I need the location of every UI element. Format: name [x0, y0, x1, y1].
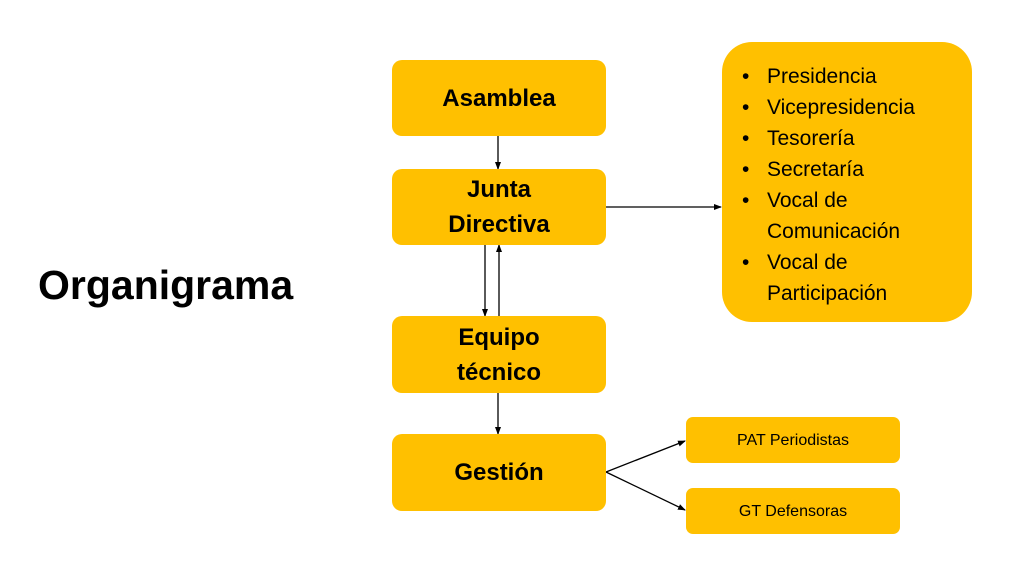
- role-label: Vocal de Participación: [767, 251, 888, 305]
- node-gt-label: GT Defensoras: [738, 502, 848, 520]
- role-item: • Vicepresidencia: [742, 92, 967, 123]
- node-junta-line1: Junta: [466, 176, 531, 203]
- node-pat-label: PAT Periodistas: [736, 431, 850, 449]
- node-asamblea-label: Asamblea: [442, 84, 556, 112]
- bullet-icon: •: [742, 65, 750, 88]
- diagram-title: Organigrama: [38, 262, 294, 308]
- role-item: • Vocal de Comunicación: [742, 185, 937, 247]
- role-item: • Presidencia: [742, 61, 967, 92]
- node-junta-directiva: Junta Directiva: [392, 169, 606, 245]
- node-equipo-line1: Equipo: [458, 323, 540, 351]
- role-label: Secretaría: [767, 158, 864, 181]
- role-item: • Secretaría: [742, 154, 967, 185]
- node-equipo-tecnico: Equipo técnico: [392, 316, 606, 393]
- role-label: Presidencia: [767, 65, 877, 88]
- arrow-gestion-to-gt: [605, 471, 686, 511]
- role-label: Vicepresidencia: [767, 96, 915, 119]
- role-item: • Tesorería: [742, 123, 967, 154]
- bullet-icon: •: [742, 127, 750, 150]
- node-junta-line2: Directiva: [448, 211, 550, 238]
- junta-roles-list: • Presidencia • Vicepresidencia • Tesorería…: [742, 61, 967, 309]
- role-item: • Vocal de Participación: [742, 247, 937, 309]
- bullet-icon: •: [742, 189, 750, 212]
- bullet-icon: •: [742, 96, 750, 119]
- bullet-icon: •: [742, 251, 750, 274]
- node-pat-periodistas: PAT Periodistas: [686, 417, 900, 463]
- role-label: Vocal de Comunicación: [767, 189, 901, 243]
- node-equipo-line2: técnico: [456, 358, 542, 386]
- node-gestion: Gestión: [392, 434, 606, 511]
- junta-roles-box: • Presidencia • Vicepresidencia • Tesorería…: [722, 42, 972, 322]
- bullet-icon: •: [742, 158, 750, 181]
- node-gestion-label: Gestión: [454, 459, 544, 486]
- arrow-gestion-to-pat: [605, 440, 686, 473]
- role-label: Tesorería: [767, 127, 855, 150]
- node-gt-defensoras: GT Defensoras: [686, 488, 900, 534]
- node-asamblea: Asamblea: [392, 60, 606, 136]
